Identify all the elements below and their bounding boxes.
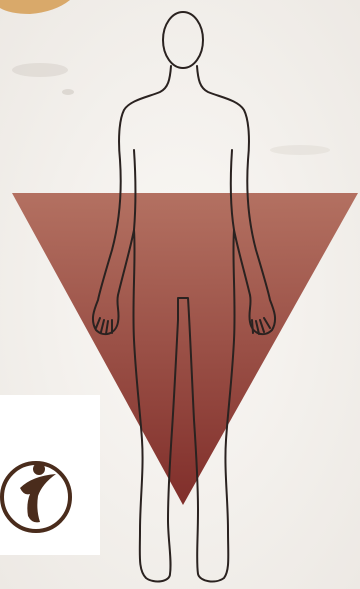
- body-shape-illustration: [0, 0, 360, 589]
- illustration-svg: [0, 0, 360, 589]
